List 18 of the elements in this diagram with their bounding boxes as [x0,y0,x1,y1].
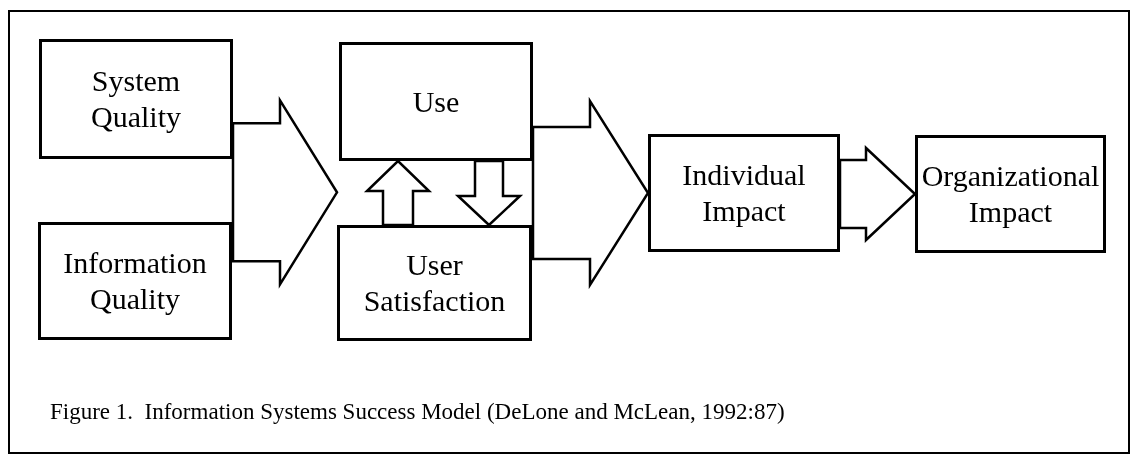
box-label: Information Quality [62,245,208,317]
block-arrow [454,159,524,227]
block-arrow [838,145,917,243]
process-box [39,39,233,159]
process-box [38,222,232,340]
block-arrow [531,96,650,290]
block-arrow [231,95,339,289]
box-label: Organizational Impact [921,158,1100,230]
box-label: User Satisfaction [362,247,507,319]
figure-caption: Figure 1. Information Systems Success Model (DeLone and McLean, 1992:87) [50,398,785,426]
box-label: Use [412,83,460,120]
process-box [337,225,532,341]
process-box [339,42,533,161]
box-label: Individual Impact [681,157,807,229]
process-box [915,135,1106,253]
block-arrow [363,159,433,227]
box-label: System Quality [90,63,182,135]
process-box [648,134,840,252]
